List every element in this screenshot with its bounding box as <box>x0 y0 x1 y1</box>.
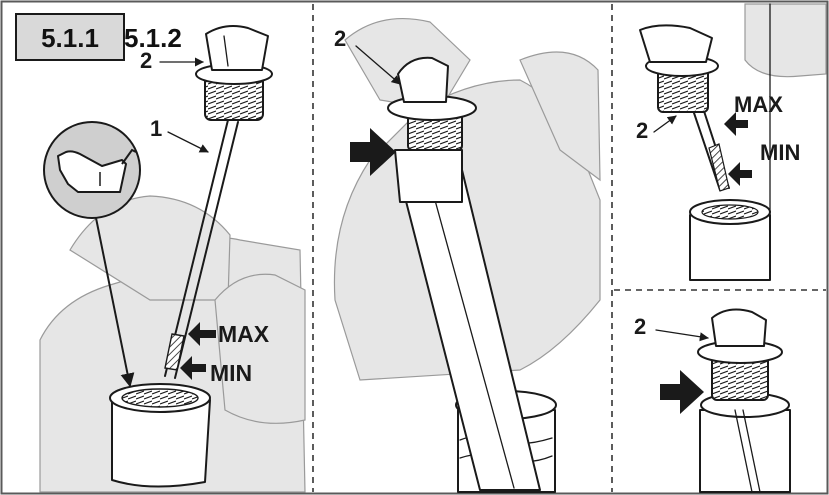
min-label: MIN <box>210 360 252 386</box>
panel-4: 2 <box>634 308 791 493</box>
callout-dipstick: 1 <box>150 116 162 141</box>
panel-3: MAX MIN 2 <box>636 3 827 281</box>
max-arrow-icon <box>724 112 748 136</box>
min-label: MIN <box>760 140 800 165</box>
min-arrow-icon <box>728 162 752 186</box>
section-label-2: 5.1.2 <box>124 23 182 53</box>
panel-1: MAX MIN 1 2 5.1.1 5.1.2 <box>15 13 306 493</box>
max-label: MAX <box>734 92 783 117</box>
min-arrow-icon <box>180 356 206 380</box>
panel-2: 2 <box>333 17 601 493</box>
max-label: MAX <box>218 321 270 347</box>
push-arrow-icon <box>350 128 396 176</box>
oil-can-icon <box>43 121 141 219</box>
section-tag <box>15 13 125 61</box>
callout-cap-panel3: 2 <box>636 118 648 143</box>
callout-cap-panel2: 2 <box>334 26 346 51</box>
callout-cap-panel4: 2 <box>634 314 646 339</box>
push-arrow-icon <box>660 370 704 414</box>
callout-cap-sub: 2 <box>140 48 152 73</box>
section-label-1: 5.1.1 <box>41 23 99 53</box>
max-arrow-icon <box>188 322 216 346</box>
